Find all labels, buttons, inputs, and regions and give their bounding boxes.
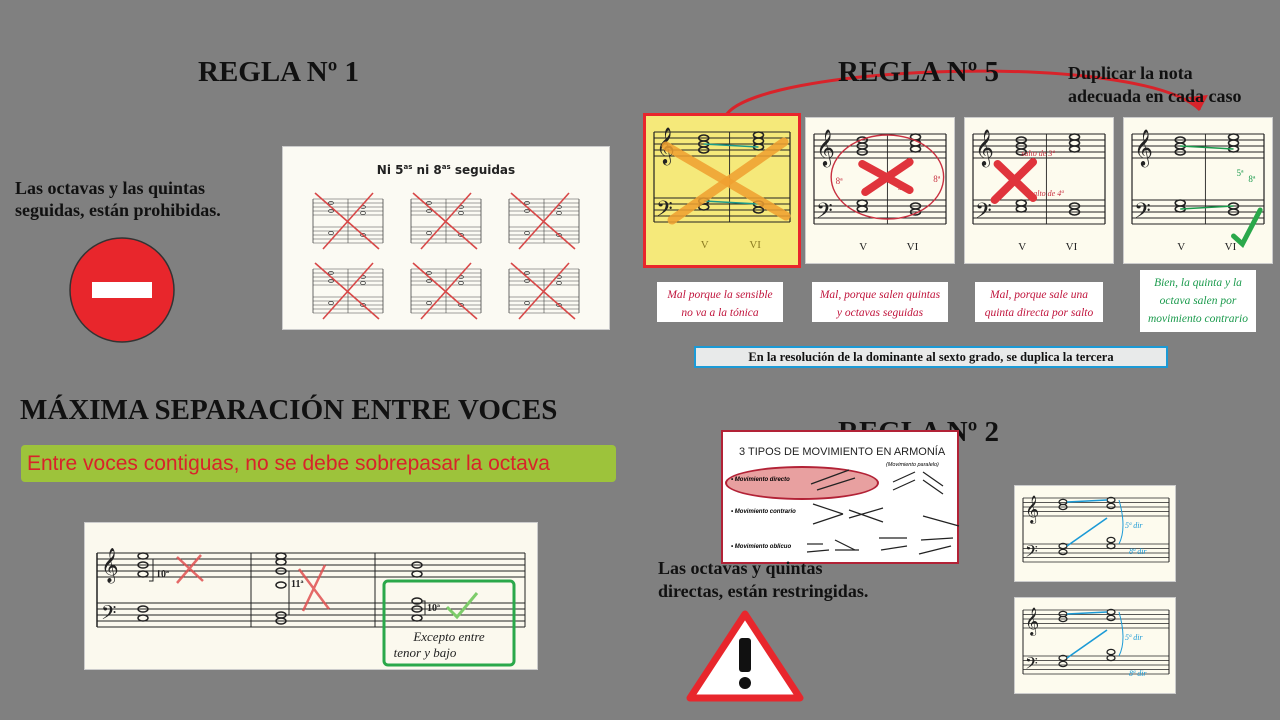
panel-title: Ni 5as ni 8as seguidas [376,163,516,177]
rule2-description-line2: directas, están restringidas. [658,581,869,601]
rule1-description: Las octavas y las quintas seguidas, está… [15,177,221,221]
movement-contrary: • Movimiento contrario [731,509,796,515]
rule5-note-line1: Duplicar la nota [1068,63,1193,83]
bass-clef-icon: 𝄢 [1025,543,1038,565]
chord-label-v: V [1177,241,1185,253]
treble-clef-icon: 𝄞 [816,129,835,167]
movement-oblique: • Movimiento oblicuo [731,544,792,550]
separation-rule-banner: Entre voces contiguas, no se debe sobrep… [21,445,616,482]
bass-clef-icon: 𝄢 [101,603,116,629]
no-entry-icon [68,236,176,344]
svg-text:10ª: 10ª [427,603,440,614]
treble-clef-icon: 𝄞 [1134,129,1153,167]
treble-clef-icon: 𝄞 [975,129,994,167]
chord-label-vi: VI [907,241,919,253]
rule1-title: REGLA Nº 1 [198,56,360,88]
crossed-examples [312,192,580,320]
svg-text:8ª dir: 8ª dir [1129,669,1147,678]
svg-text:5ª dir: 5ª dir [1125,521,1143,530]
chord-label-vi: VI [1066,241,1078,253]
chord-panel-2: 𝄞𝄢VVI8ª8ª5ª5ª [805,117,955,264]
rule2-description-line1: Las octavas y quintas [658,558,823,578]
svg-text:tenor y bajo: tenor y bajo [394,645,457,660]
svg-text:8ª dir: 8ª dir [1129,547,1147,556]
movement-title: 3 TIPOS DE MOVIMIENTO EN ARMONÍA [739,446,946,458]
rule1-description-line2: seguidas, están prohibidas. [15,200,221,220]
svg-text:salto de 4ª: salto de 4ª [1030,189,1064,198]
svg-text:8ª: 8ª [1248,174,1256,184]
chord-label-vi: VI [1225,241,1237,253]
chord-panel-1: 𝄞𝄢VVI [643,113,801,268]
separation-staff-panel: 𝄞 𝄢 10ª 11ª 10ª Excepto entre tenor y ba… [84,522,538,670]
svg-text:5ª dir: 5ª dir [1125,633,1143,642]
chord-panel-4: 𝄞 𝄢 V VI 5ª 8ª [1123,117,1273,264]
warning-icon [686,610,804,702]
direct-intervals-panel-1: 𝄞 𝄢 5ª dir 8ª dir [1014,485,1176,582]
resolution-note: En la resolución de la dominante al sext… [694,346,1168,368]
chord-label-vi: VI [749,239,761,251]
svg-text:salto de 3ª: salto de 3ª [1021,149,1055,158]
svg-text:11ª: 11ª [291,579,303,590]
rule2-description: Las octavas y quintas directas, están re… [658,557,868,603]
chord-label-v: V [1018,241,1026,253]
svg-text:5ª: 5ª [1236,168,1244,178]
svg-text:Excepto entre: Excepto entre [412,629,485,644]
chord-panel-3: 𝄞 𝄢 V VI salto de 3ª salto de 4ª [964,117,1114,264]
rule5-header-graphics [723,69,1208,118]
bass-clef-icon: 𝄢 [1134,199,1151,228]
rule5-title: REGLA Nº 5 [838,56,1000,88]
separation-title: MÁXIMA SEPARACIÓN ENTRE VOCES [20,394,558,426]
bass-clef-icon: 𝄢 [1025,655,1038,677]
svg-text:10ª: 10ª [156,569,169,580]
rule5-note: Duplicar la nota adecuada en cada caso [1068,62,1242,108]
chord-label-v: V [701,239,709,251]
consecutive-intervals-panel: Ni 5as ni 8as seguidas [282,146,610,330]
treble-clef-icon: 𝄞 [101,548,119,584]
bass-clef-icon: 𝄢 [816,199,833,228]
svg-text:8ª: 8ª [836,176,844,186]
rule5-note-line2: adecuada en cada caso [1068,86,1242,106]
svg-text:8ª: 8ª [933,174,941,184]
movement-types-card: 3 TIPOS DE MOVIMIENTO EN ARMONÍA (Movimi… [721,430,960,564]
treble-clef-icon: 𝄞 [1025,496,1039,524]
direct-intervals-panel-2: 𝄞 𝄢 5ª dir 8ª dir [1014,597,1176,694]
movement-parallel-label: (Movimiento paralelo) [886,462,939,468]
rule1-description-line1: Las octavas y las quintas [15,178,206,198]
bass-clef-icon: 𝄢 [975,199,992,228]
direct-highlight [725,466,879,500]
treble-clef-icon: 𝄞 [1025,608,1039,636]
movement-direct: • Movimiento directo [731,477,790,483]
chord-label-v: V [859,241,867,253]
